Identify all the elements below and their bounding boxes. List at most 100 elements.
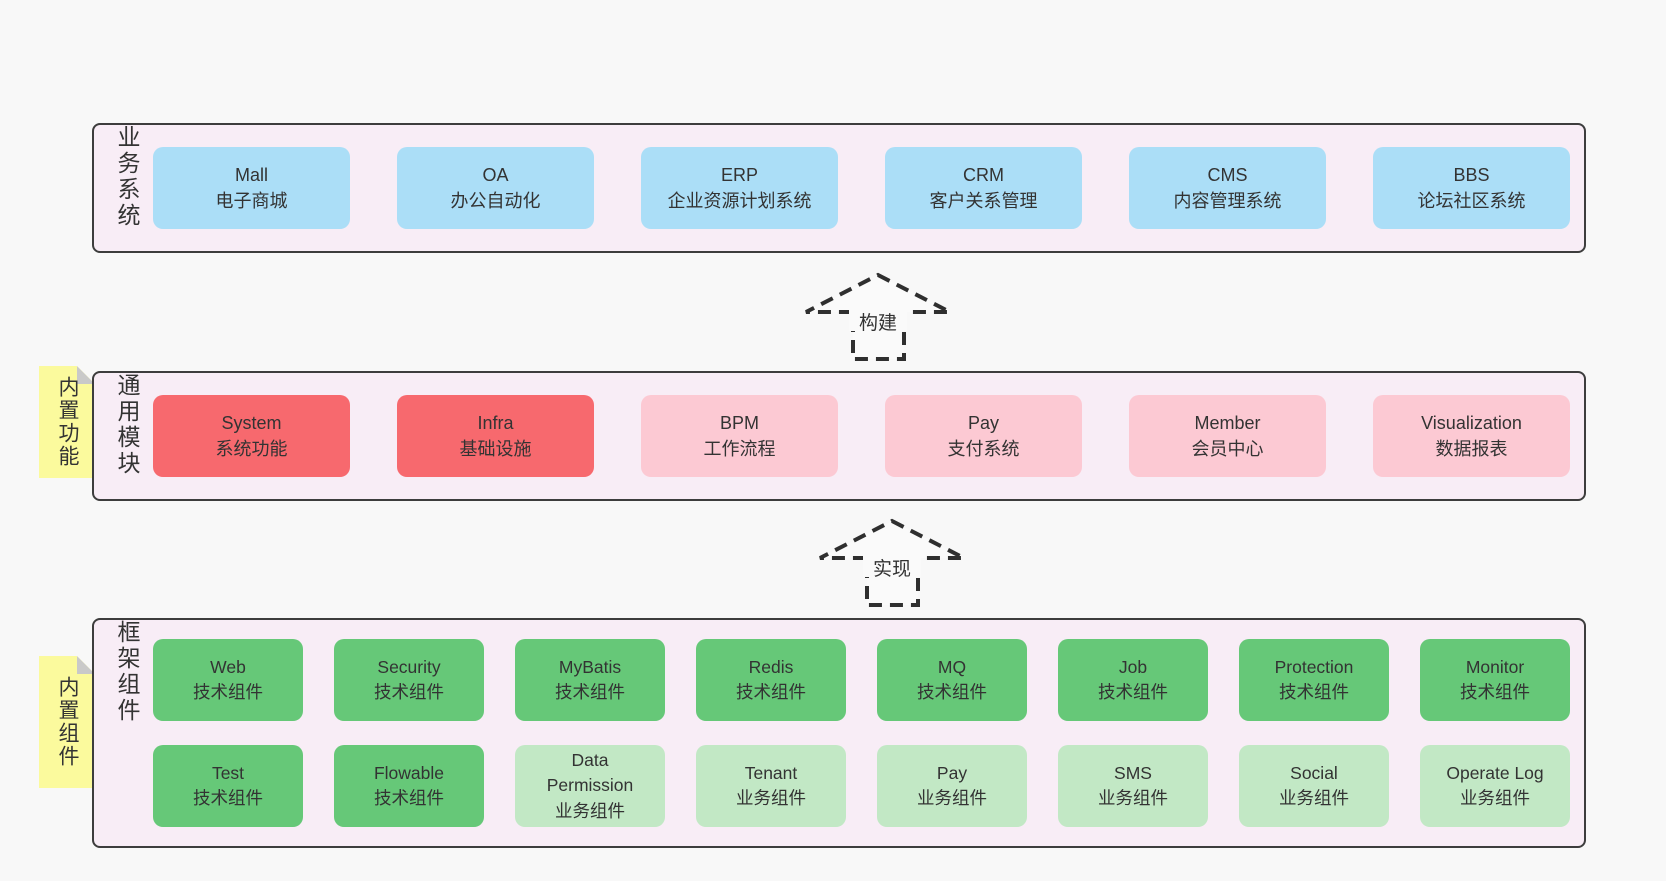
box-name: Web — [210, 656, 246, 677]
box-desc: 数据报表 — [1435, 439, 1508, 459]
box-desc: 客户关系管理 — [929, 191, 1038, 211]
box-erp: ERP 企业资源计划系统 — [641, 147, 838, 229]
box-name: Job — [1118, 656, 1148, 677]
box-desc: 技术组件 — [917, 682, 987, 702]
box-name: SMS — [1114, 762, 1152, 783]
box-bbs: BBS 论坛社区系统 — [1373, 147, 1570, 229]
implement-arrow-label: 实现 — [873, 558, 911, 580]
box-mq: MQ 技术组件 — [877, 639, 1027, 721]
box-desc: 技术组件 — [555, 682, 625, 702]
implement-arrow-label-bg — [863, 547, 921, 577]
box-desc: 业务组件 — [1460, 788, 1530, 808]
box-name: BBS — [1453, 164, 1490, 185]
box-name: Security — [377, 656, 441, 677]
box-name: CRM — [963, 164, 1004, 185]
box-name: Pay — [936, 762, 968, 783]
note-features-label: 内置功能 — [56, 376, 79, 468]
box-desc: 基础设施 — [459, 439, 532, 459]
box-name: Redis — [748, 656, 794, 677]
box-desc: 电子商城 — [215, 191, 288, 211]
implement-arrow: 实现 — [812, 513, 972, 613]
box-name: Mall — [234, 164, 268, 185]
box-name: System — [221, 412, 282, 433]
box-desc: 技术组件 — [374, 788, 444, 808]
box-cms: CMS 内容管理系统 — [1129, 147, 1326, 229]
box-desc: 技术组件 — [1098, 682, 1168, 702]
box-desc: 系统功能 — [215, 439, 288, 459]
note-built-in-features: 内置功能 — [39, 366, 95, 478]
box-desc: 业务组件 — [1279, 788, 1349, 808]
box-desc: 工作流程 — [703, 439, 776, 459]
box-web: Web 技术组件 — [153, 639, 303, 721]
box-monitor: Monitor 技术组件 — [1420, 639, 1570, 721]
box-pay: Pay 业务组件 — [877, 745, 1027, 827]
build-arrow: 构建 — [798, 267, 958, 367]
note-components-label: 内置组件 — [56, 676, 79, 768]
box-name: Flowable — [373, 762, 445, 783]
box-mybatis: MyBatis 技术组件 — [515, 639, 665, 721]
box-desc: 业务组件 — [1098, 788, 1168, 808]
box-desc: 内容管理系统 — [1173, 191, 1282, 211]
box-name: Operate Log — [1446, 762, 1544, 783]
box-job: Job 技术组件 — [1058, 639, 1208, 721]
box-name: ERP — [720, 164, 758, 185]
box-desc: 论坛社区系统 — [1417, 191, 1526, 211]
box-test: Test 技术组件 — [153, 745, 303, 827]
box-member: Member 会员中心 — [1129, 395, 1326, 477]
box-name: OA — [482, 164, 509, 185]
box-name: Infra — [477, 412, 514, 433]
box-flowable: Flowable 技术组件 — [334, 745, 484, 827]
box-desc: 支付系统 — [947, 439, 1020, 459]
build-arrow-label-bg — [849, 301, 907, 331]
box-desc: 技术组件 — [736, 682, 806, 702]
note-built-in-components: 内置组件 — [39, 656, 95, 788]
box-name: Protection — [1274, 656, 1354, 677]
build-arrow-label: 构建 — [859, 312, 897, 334]
box-operate-log: Operate Log 业务组件 — [1420, 745, 1570, 827]
box-name: Data Permission — [546, 749, 634, 796]
box-desc: 企业资源计划系统 — [667, 191, 812, 211]
box-desc: 业务组件 — [917, 788, 987, 808]
box-name: Monitor — [1465, 656, 1525, 677]
box-name: Test — [211, 762, 245, 783]
box-desc: 会员中心 — [1191, 439, 1264, 459]
layer-framework-label: 框架组件 — [114, 620, 140, 724]
layer-business-label: 业务系统 — [114, 125, 140, 229]
box-name: Member — [1194, 412, 1261, 433]
box-desc: 业务组件 — [555, 800, 625, 821]
box-name: MyBatis — [558, 656, 622, 677]
box-desc: 技术组件 — [1460, 682, 1530, 702]
box-redis: Redis 技术组件 — [696, 639, 846, 721]
box-desc: 技术组件 — [193, 682, 263, 702]
box-desc: 业务组件 — [736, 788, 806, 808]
box-security: Security 技术组件 — [334, 639, 484, 721]
layer-common-label: 通用模块 — [114, 373, 140, 477]
box-mall: Mall 电子商城 — [153, 147, 350, 229]
box-name: MQ — [937, 656, 967, 677]
box-sms: SMS 业务组件 — [1058, 745, 1208, 827]
box-name: CMS — [1207, 164, 1248, 185]
box-name: BPM — [719, 412, 759, 433]
box-desc: 技术组件 — [1279, 682, 1349, 702]
box-name: Visualization — [1421, 412, 1522, 433]
box-data-permission: Data Permission 业务组件 — [515, 745, 665, 827]
box-desc: 技术组件 — [193, 788, 263, 808]
box-desc: 技术组件 — [374, 682, 444, 702]
box-protection: Protection 技术组件 — [1239, 639, 1389, 721]
box-visualization: Visualization 数据报表 — [1373, 395, 1570, 477]
